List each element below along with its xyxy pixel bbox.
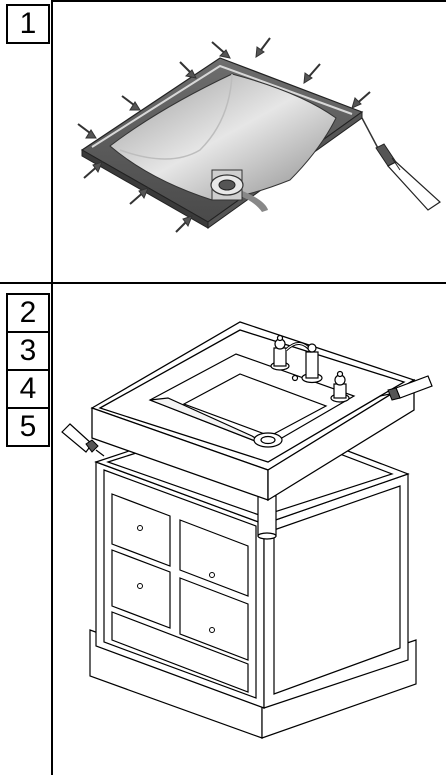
knob-icon: [137, 583, 143, 589]
sealant-tube-icon: [379, 375, 433, 401]
knob-icon: [209, 572, 215, 578]
knob-icon: [137, 525, 143, 531]
overflow-hole-icon: [291, 374, 299, 382]
sealant-tube-icon: [361, 117, 441, 211]
arrow-icon: [83, 161, 103, 179]
arrow-icon: [121, 95, 141, 111]
arrow-icon: [303, 63, 321, 84]
arrow-icon: [211, 41, 231, 59]
integrated-basin: [148, 353, 356, 448]
knob-icon: [209, 627, 215, 633]
arrow-icon: [351, 91, 371, 109]
arrow-icon: [129, 187, 149, 205]
step-number-3: 3: [6, 331, 50, 371]
sink-basin: [109, 73, 337, 212]
arrow-icon: [179, 61, 197, 79]
sink-sealant-illustration: [77, 37, 441, 233]
arrow-icon: [255, 37, 271, 58]
drawer-knobs: [137, 525, 215, 633]
cabinet-front: [95, 461, 265, 709]
arrow-icon: [175, 215, 193, 233]
faucet: [270, 334, 350, 403]
drain-pipe: [257, 495, 277, 540]
drain-fitting: [210, 169, 244, 201]
step-number-1: 1: [6, 4, 50, 44]
step-number-5: 5: [6, 407, 50, 447]
sealant-arrows: [77, 37, 371, 233]
sealant-tube-icon: [61, 423, 105, 457]
arrow-icon: [77, 123, 97, 139]
